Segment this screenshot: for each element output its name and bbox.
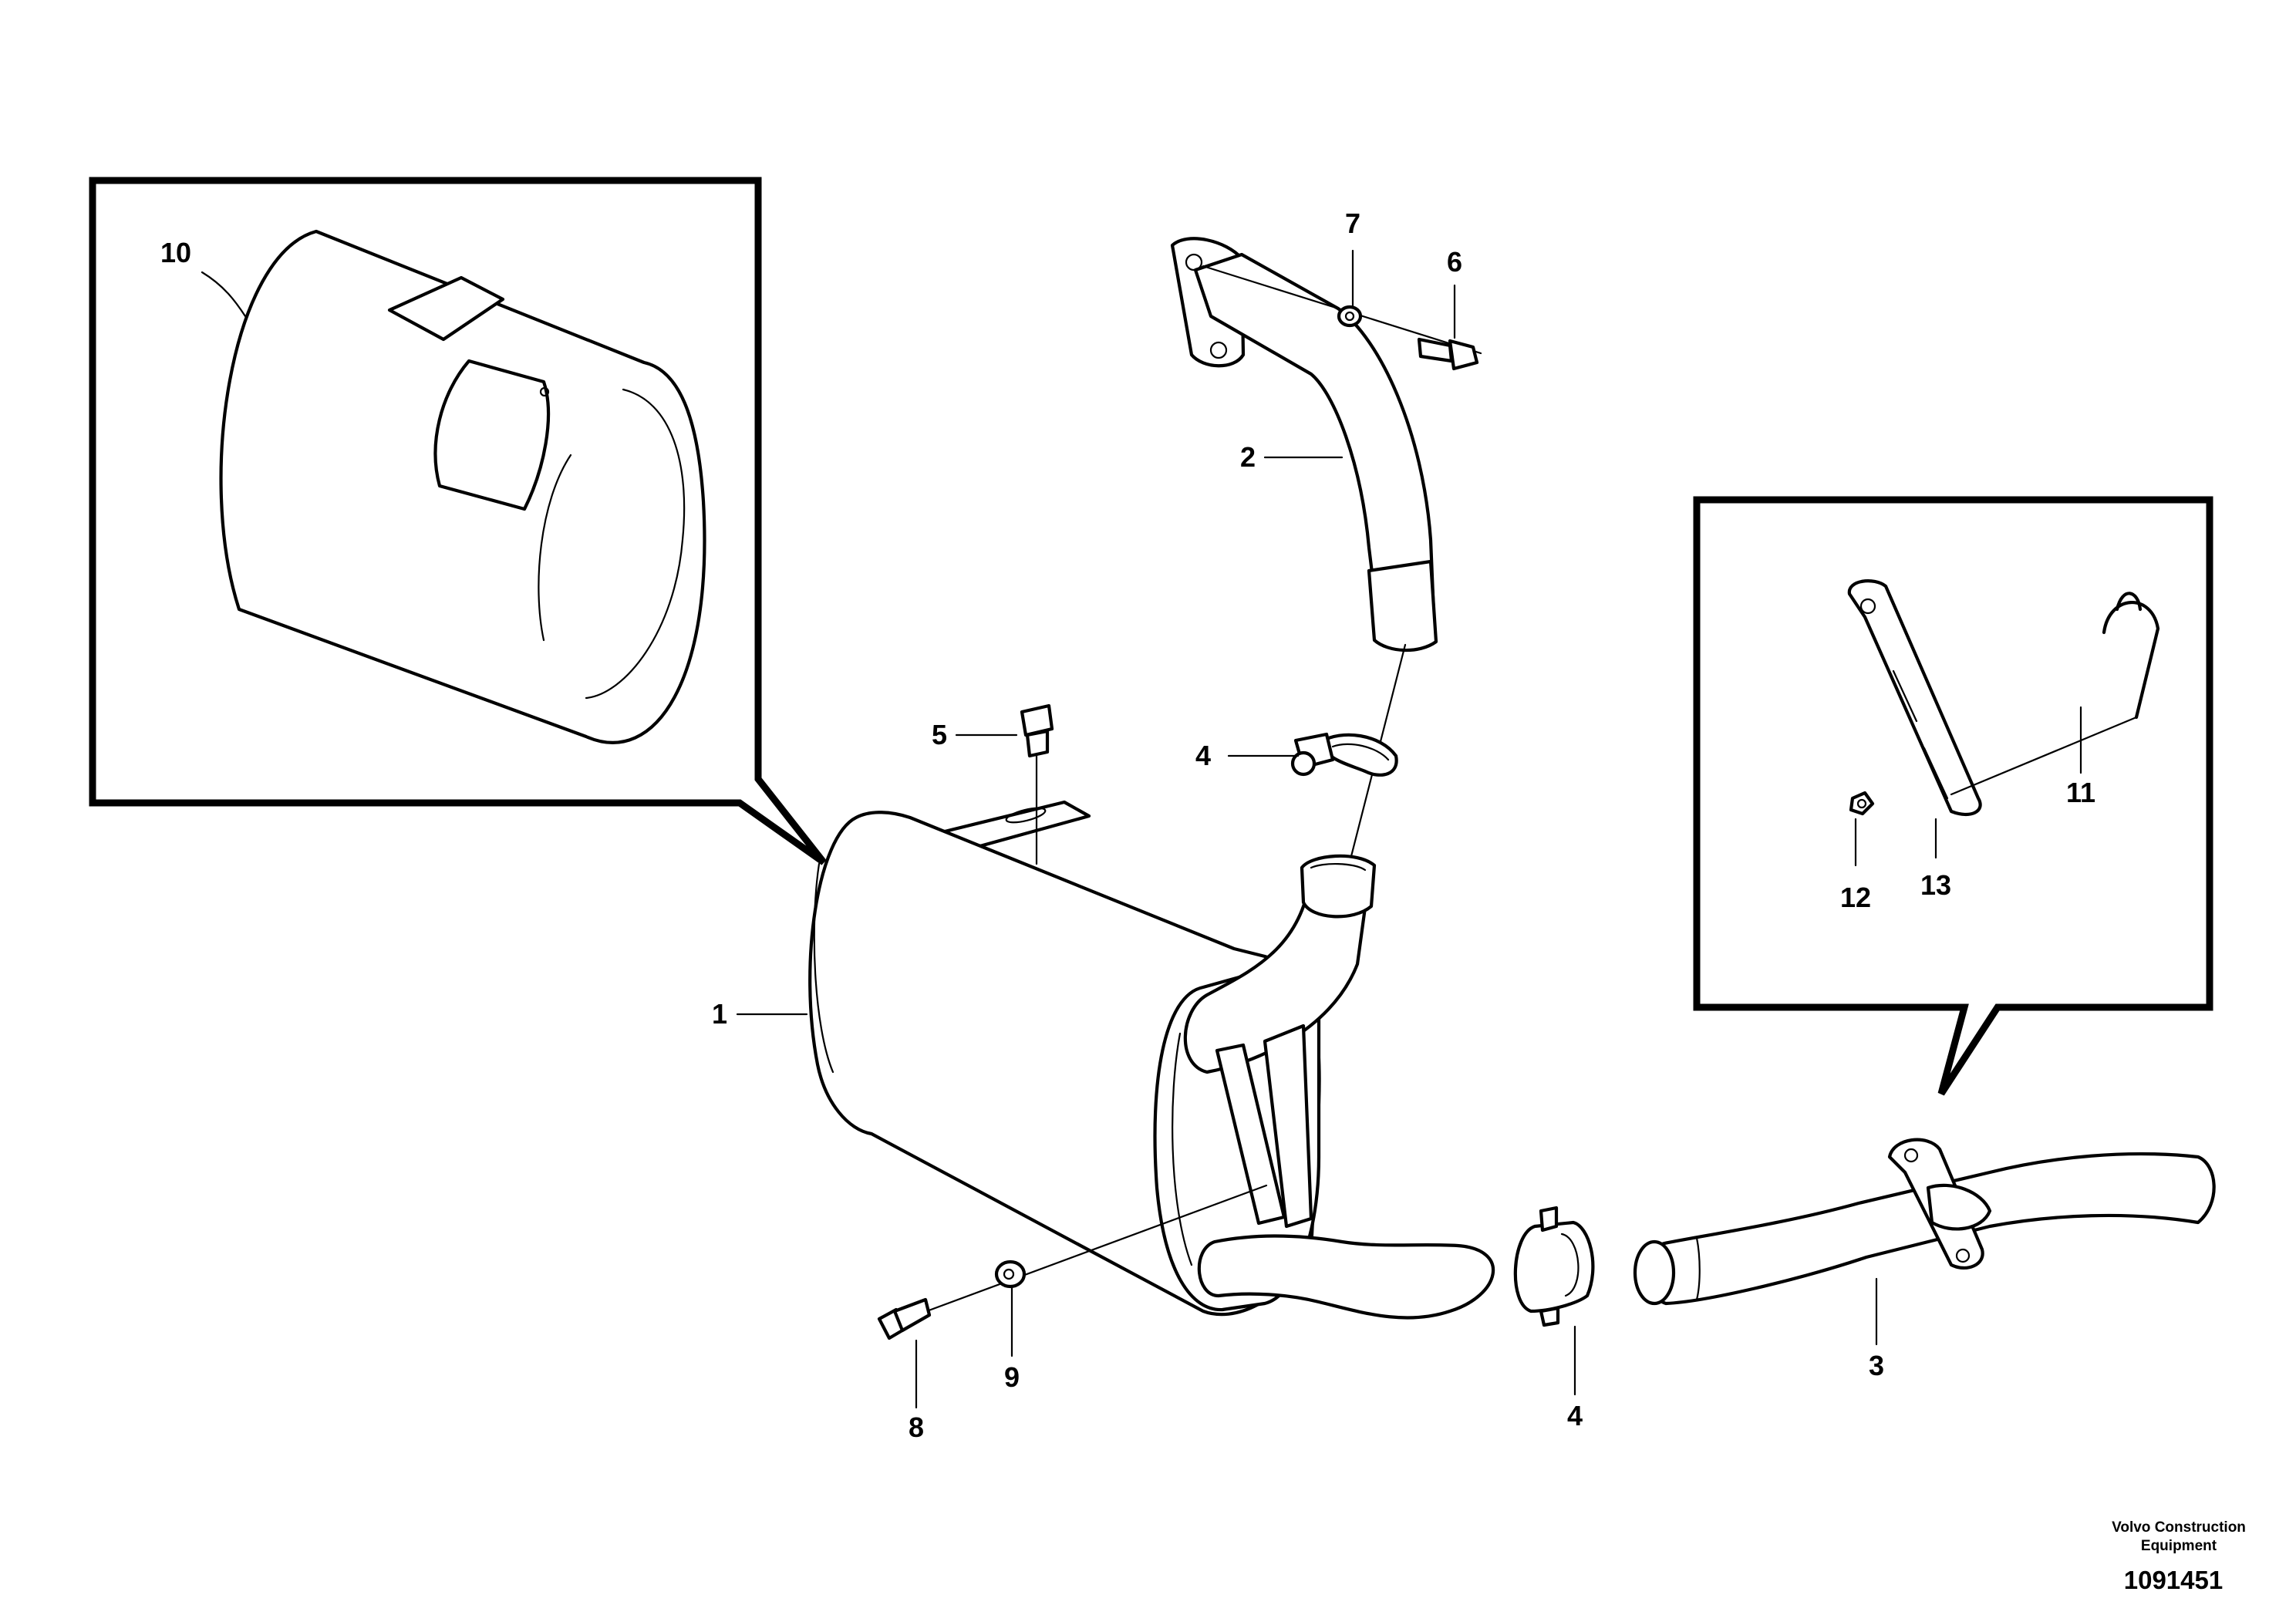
company-name-line1: Volvo Construction: [2112, 1519, 2246, 1536]
muffler-outlet: [1197, 1234, 1495, 1320]
detail-box-heat-shield: [89, 177, 827, 865]
callout-5: 5: [932, 719, 947, 750]
callout-9: 9: [1004, 1361, 1020, 1393]
muffler-inlet-bend: [1183, 854, 1377, 1229]
assembly-line-lower: [902, 1184, 1268, 1321]
callout-6: 6: [1447, 246, 1462, 278]
callout-3: 3: [1869, 1350, 1884, 1381]
exhaust-pipe-upper: [1170, 237, 1438, 653]
callout-12: 12: [1840, 882, 1871, 913]
callout-1: 1: [712, 998, 727, 1030]
bolt-8: [877, 1297, 932, 1340]
tailpipe: [1633, 1138, 2216, 1306]
bolt-6: [1417, 337, 1479, 371]
callout-4-lower: 4: [1567, 1400, 1583, 1431]
company-name-line2: Equipment: [2141, 1538, 2217, 1554]
callout-labels: 1 2 3 4 4 5 6 7 8 9 10 11 12 13: [160, 207, 2095, 1443]
callout-4-upper: 4: [1195, 740, 1211, 771]
leader-lines: [201, 249, 2082, 1409]
callout-2: 2: [1240, 441, 1256, 473]
callout-13: 13: [1920, 869, 1951, 901]
bolt-5: [1020, 703, 1054, 758]
callout-7: 7: [1345, 207, 1360, 239]
callout-10: 10: [160, 237, 191, 268]
clamp-upper: [1290, 732, 1398, 777]
callout-11: 11: [2066, 777, 2095, 808]
bracket-drawing: [1847, 579, 2160, 816]
heat-shield-drawing: [219, 229, 706, 744]
washer-7: [1337, 305, 1363, 328]
washer-9: [994, 1259, 1027, 1289]
drawing-number: 1091451: [2124, 1566, 2223, 1594]
clamp-lower: [1513, 1206, 1595, 1327]
detail-box-bracket: [1693, 496, 2213, 1096]
drawing-footer: Volvo Construction Equipment 1091451: [2112, 1519, 2246, 1594]
callout-8: 8: [909, 1411, 924, 1443]
exhaust-assembly: [808, 237, 2216, 1340]
